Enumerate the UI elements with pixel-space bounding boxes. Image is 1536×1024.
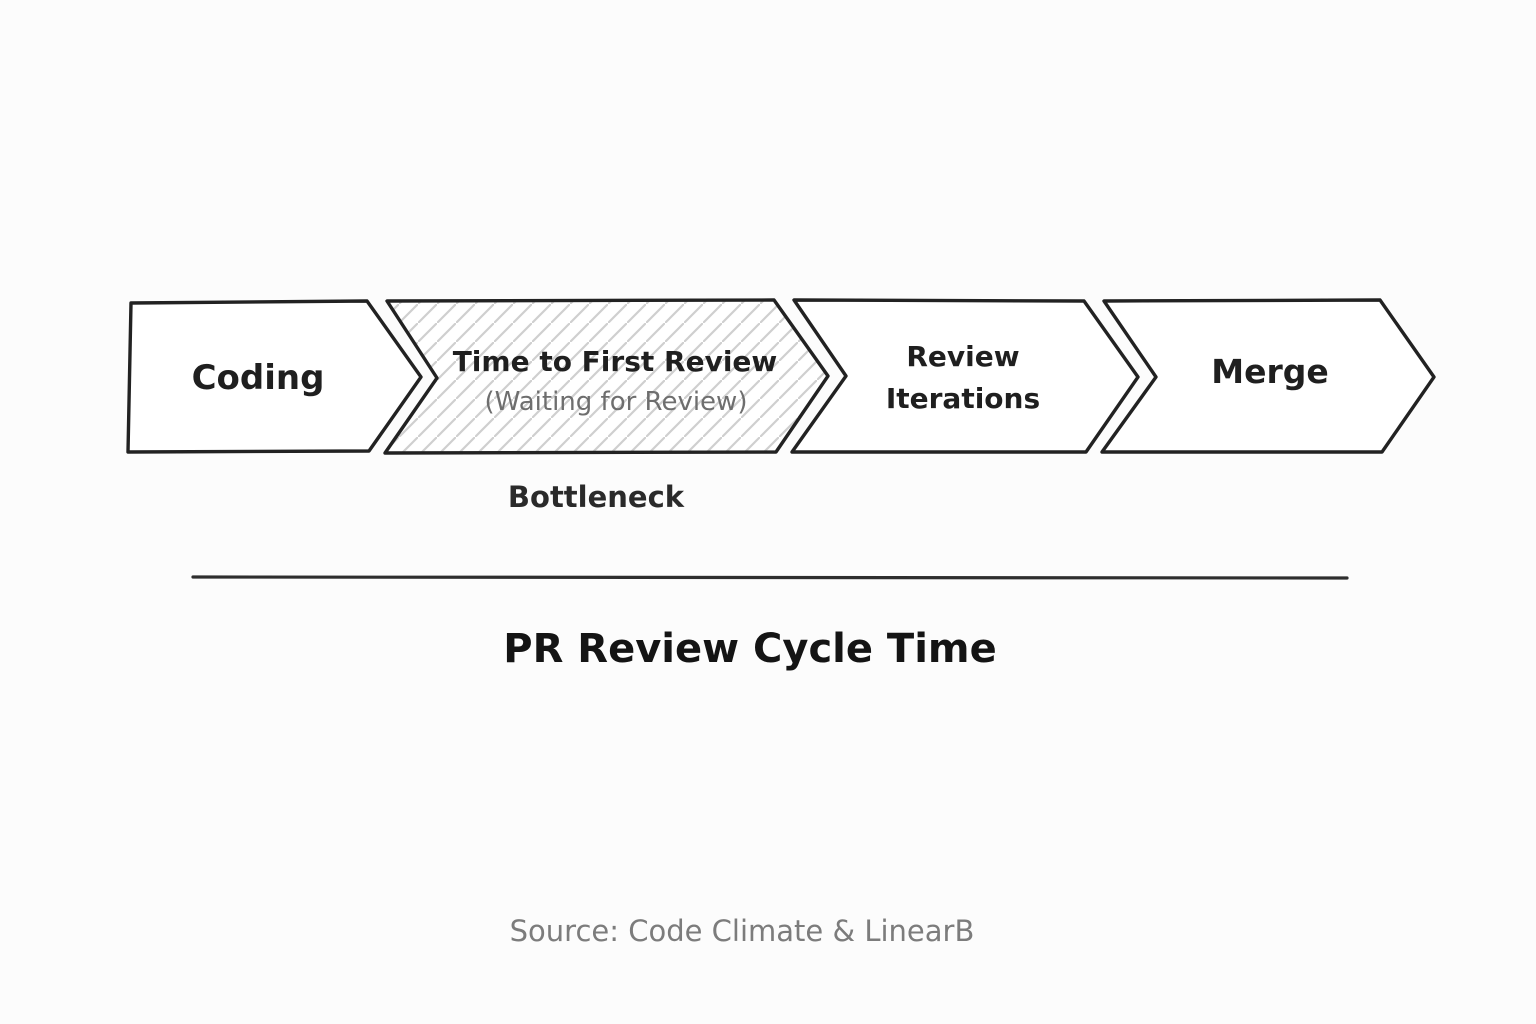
diagram-title: PR Review Cycle Time bbox=[503, 626, 996, 672]
stage-review-iterations-label-line2: Iterations bbox=[886, 382, 1040, 415]
stage-merge-shape bbox=[1100, 298, 1436, 454]
stage-merge-label: Merge bbox=[1211, 352, 1329, 391]
source-credit: Source: Code Climate & LinearB bbox=[510, 914, 975, 948]
stage-coding: Coding bbox=[126, 299, 423, 454]
stage-time-to-first-review-sublabel: (Waiting for Review) bbox=[485, 387, 748, 417]
stage-time-to-first-review-label: Time to First Review bbox=[453, 345, 778, 378]
stage-merge: Merge bbox=[1100, 298, 1436, 454]
divider-line bbox=[191, 575, 1349, 580]
stage-review-iterations: Review Iterations bbox=[790, 298, 1140, 454]
bottleneck-annotation: Bottleneck bbox=[508, 480, 685, 514]
stage-review-iterations-shape bbox=[790, 298, 1140, 454]
stage-review-iterations-label-line1: Review bbox=[906, 340, 1019, 373]
stage-coding-shape bbox=[126, 299, 423, 454]
stage-time-to-first-review-shape bbox=[383, 298, 830, 455]
stage-time-to-first-review: Time to First Review (Waiting for Review… bbox=[383, 298, 830, 455]
stage-coding-label: Coding bbox=[192, 358, 325, 398]
